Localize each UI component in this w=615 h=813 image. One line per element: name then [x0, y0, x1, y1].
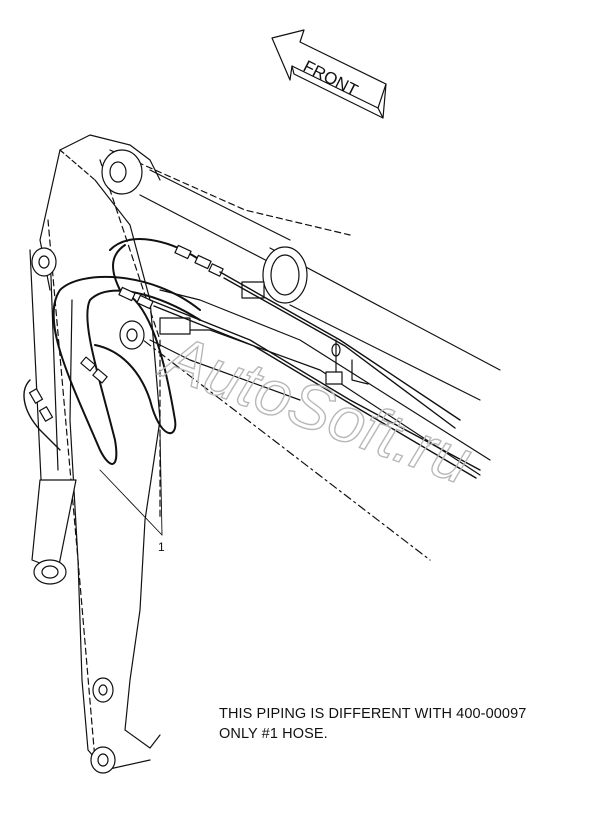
boom-pins: [90, 320, 145, 774]
callout-leader: [99, 429, 163, 536]
bucket-cylinder: [29, 247, 77, 585]
steel-pipes: [23, 271, 481, 479]
piping-note: THIS PIPING IS DIFFERENT WITH 400-00097 …: [219, 704, 526, 744]
part-callout-1: 1: [158, 540, 165, 554]
arm-cylinder: [101, 149, 501, 401]
boom-brackets: [149, 281, 491, 476]
note-line-2: ONLY #1 HOSE.: [219, 726, 328, 742]
boom-body: [39, 134, 431, 771]
hose-fittings: [28, 244, 224, 422]
front-arrow: [271, 29, 387, 119]
note-line-1: THIS PIPING IS DIFFERENT WITH 400-00097: [219, 706, 527, 722]
watermark: AutoSoft.ru: [151, 319, 480, 498]
